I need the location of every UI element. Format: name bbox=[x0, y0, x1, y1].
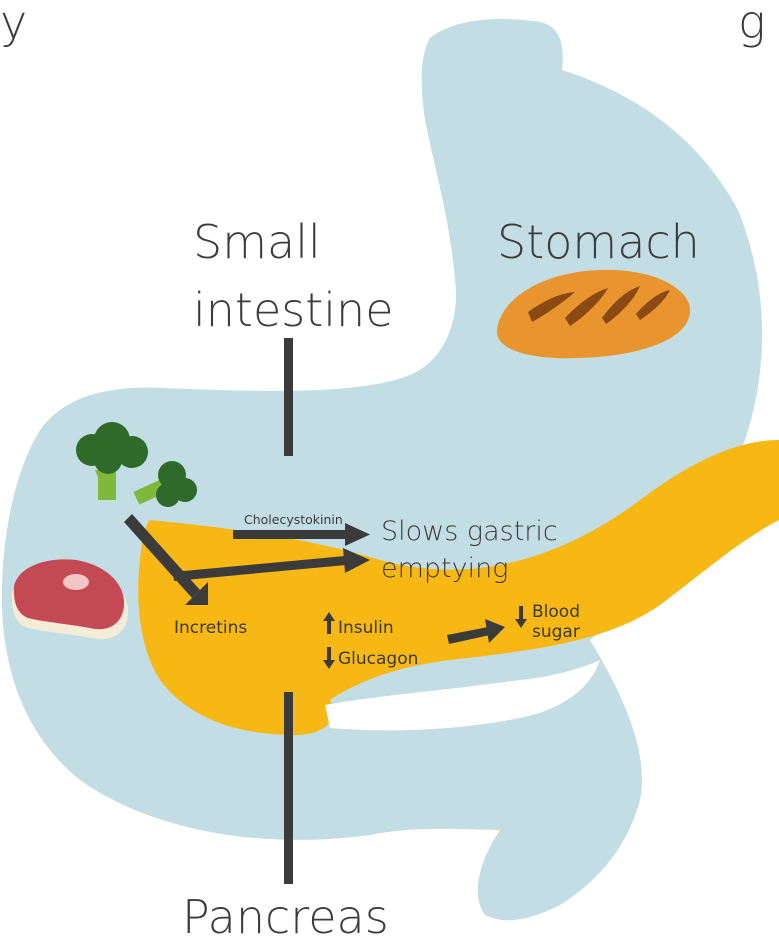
title-fragment-right: g bbox=[738, 0, 766, 49]
insulin-label: Insulin bbox=[338, 618, 394, 638]
small-intestine-label-line1: Small bbox=[193, 215, 321, 269]
cholecystokinin-label: Cholecystokinin bbox=[244, 512, 343, 527]
incretins-label: Incretins bbox=[174, 618, 247, 638]
blood-label: Blood bbox=[532, 602, 580, 622]
sugar-label: sugar bbox=[532, 622, 580, 642]
glucagon-label: Glucagon bbox=[338, 649, 418, 669]
title-fragment-left: y bbox=[0, 0, 27, 49]
slows-gastric-label: Slows gastric bbox=[381, 516, 558, 547]
pancreas-label: Pancreas bbox=[182, 890, 389, 944]
emptying-label: emptying bbox=[381, 553, 508, 584]
pancreas-leader bbox=[284, 692, 293, 884]
small-intestine-label-line2: intestine bbox=[193, 283, 394, 337]
small-intestine-leader bbox=[284, 338, 293, 456]
stomach-label: Stomach bbox=[497, 215, 700, 269]
